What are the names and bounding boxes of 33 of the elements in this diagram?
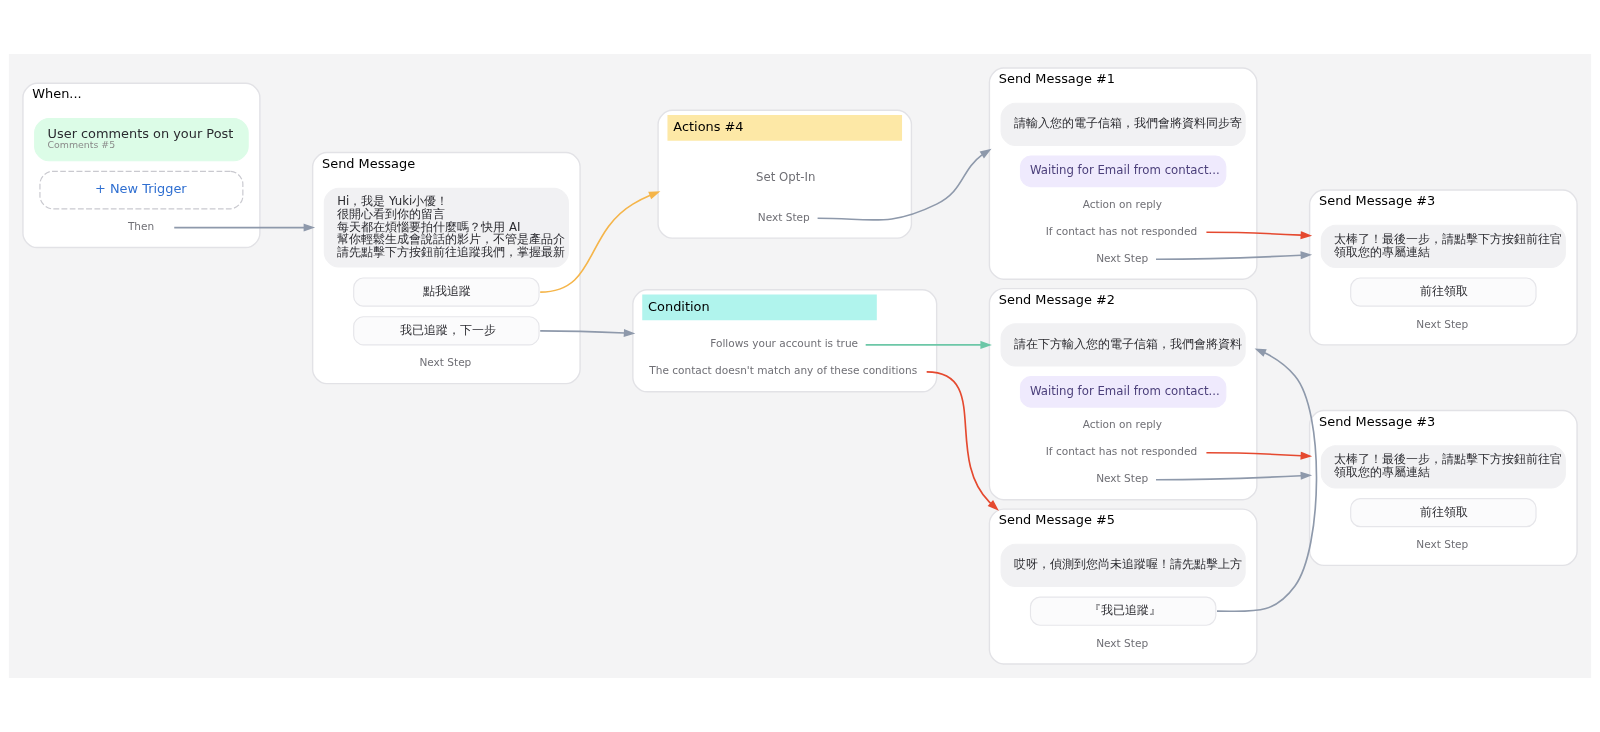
node-text: Next Step: [1096, 251, 1149, 264]
node-text: Next Step: [1416, 538, 1469, 551]
node-text: If contact has not responded: [1045, 224, 1198, 237]
node-box: 我已追蹤，下一步: [353, 316, 540, 346]
arrow: [1205, 451, 1313, 460]
node-box: 『我已追蹤』: [1029, 596, 1217, 626]
node-text: Next Step: [757, 210, 810, 223]
node-box: User comments on your Post Comments #5: [34, 117, 249, 162]
arrow: [1216, 348, 1318, 613]
node-text: Follows your account is true: [710, 337, 859, 350]
node-text: Next Step: [1096, 472, 1149, 485]
arrow: [1205, 231, 1313, 240]
node-text: The contact doesn't match any of these conditions: [649, 364, 918, 377]
arrow: [925, 371, 999, 511]
node-box: + New Trigger: [39, 170, 244, 210]
arrow: [539, 191, 661, 293]
node-text: Next Step: [1416, 317, 1469, 330]
node-text: Then: [127, 220, 155, 233]
node-box: 前往領取: [1350, 497, 1537, 528]
node-text: Next Step: [419, 356, 472, 369]
node-box: 點我追蹤: [353, 277, 540, 307]
node-box: 前往領取: [1350, 277, 1537, 307]
arrow: [864, 340, 992, 349]
node-text: If contact has not responded: [1045, 445, 1198, 458]
arrow: [173, 223, 316, 232]
arrow: [539, 329, 636, 338]
arrow: [816, 148, 992, 221]
arrow: [1155, 471, 1313, 481]
node-text: Next Step: [1096, 636, 1149, 649]
arrow: [1155, 251, 1313, 261]
node-text: Action on reply: [1082, 197, 1163, 210]
node-text: Action on reply: [1082, 418, 1163, 431]
node-text: Set Opt-In: [756, 170, 816, 185]
